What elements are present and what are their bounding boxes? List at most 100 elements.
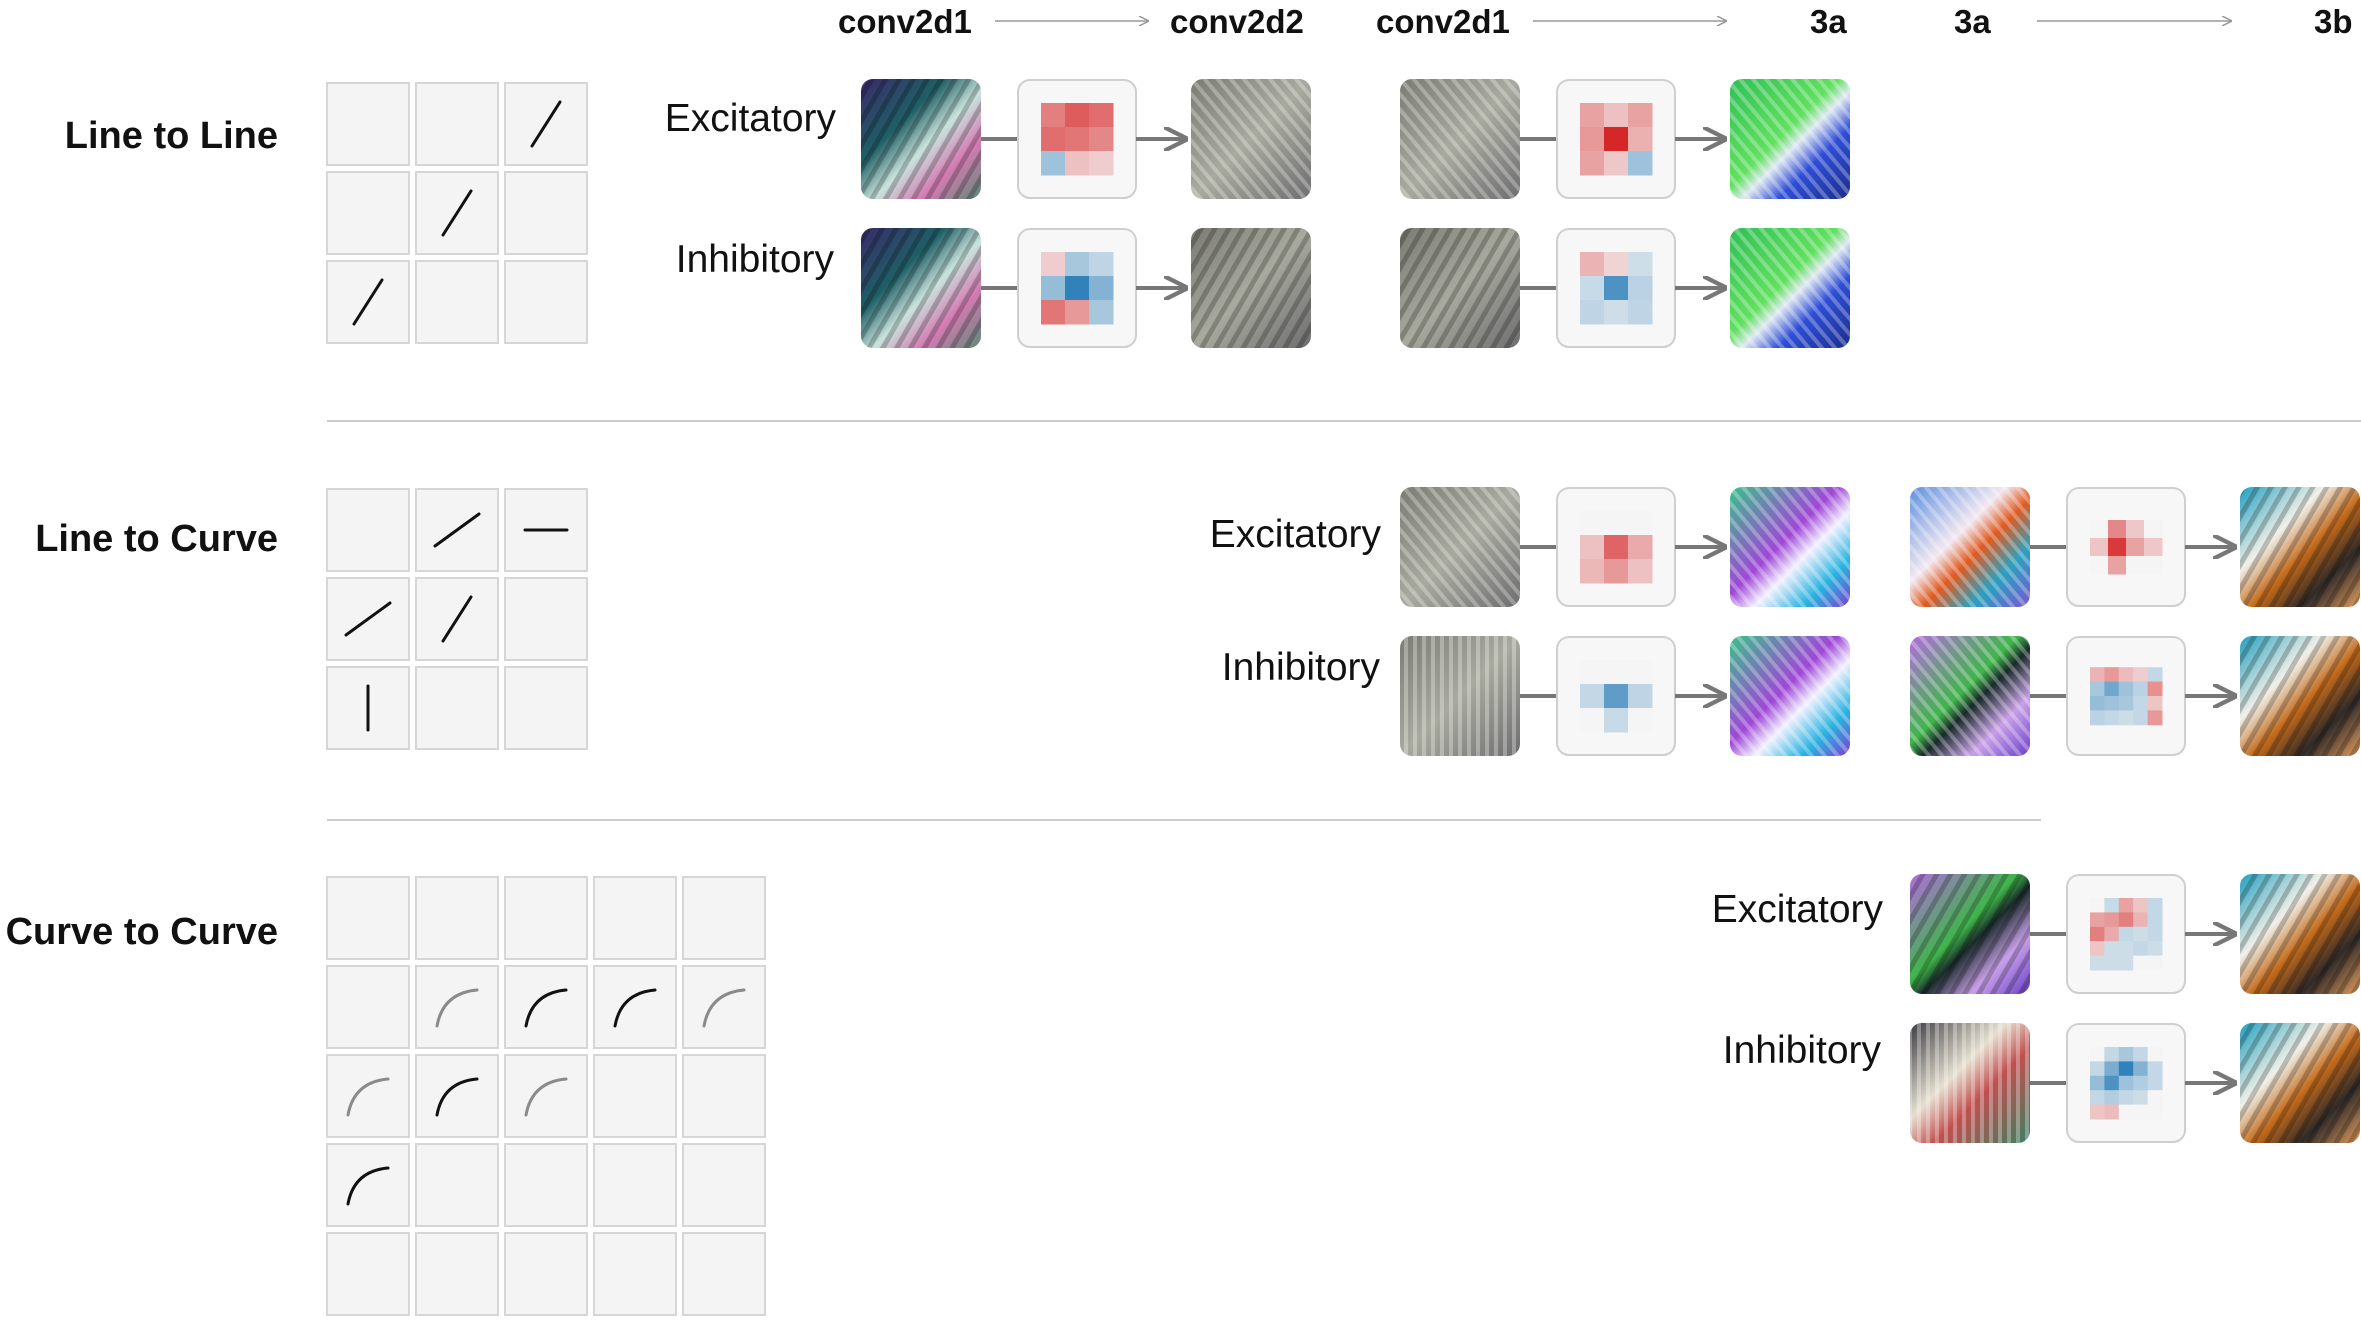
kernel-cell	[1580, 511, 1605, 536]
kernel-cell	[1628, 511, 1653, 536]
feature-visualization	[2240, 487, 2360, 607]
kernel-cell	[1041, 300, 1066, 325]
column-header-2: conv2d1 3a	[1376, 3, 1847, 40]
grid-cell	[682, 1143, 766, 1227]
kernel-cell	[1628, 252, 1653, 277]
kernel-cell	[2147, 941, 2163, 957]
kernel-cell	[2144, 520, 2163, 539]
kernel-cell	[1089, 252, 1114, 277]
kernel-cell	[2133, 941, 2149, 957]
grid-cell	[504, 1054, 588, 1138]
kernel-cell	[2118, 667, 2134, 683]
kernel-cell	[2133, 955, 2149, 971]
grid-cell	[326, 965, 410, 1049]
weight-row	[1400, 487, 1850, 607]
kernel-cell	[1580, 103, 1605, 128]
kernel-cell	[2104, 1047, 2120, 1062]
kernel-cell	[1628, 151, 1653, 176]
kernel-cell	[2090, 538, 2109, 557]
kernel-cell	[1604, 300, 1629, 325]
kernel-cell	[1604, 151, 1629, 176]
kernel-cell	[2104, 667, 2120, 683]
kernel-cell	[1041, 127, 1066, 152]
line-glyph	[344, 601, 392, 637]
kernel-cell	[2090, 710, 2105, 726]
kernel-cell	[2090, 941, 2105, 957]
feature-visualization	[1910, 636, 2030, 756]
kernel-cell	[2118, 898, 2134, 913]
header-to: 3a	[1810, 3, 1847, 40]
grid-cell	[504, 965, 588, 1049]
feature-visualization	[2240, 874, 2360, 994]
header-from: conv2d1	[838, 3, 972, 40]
kernel-cell	[2147, 912, 2163, 928]
feature-visualization	[1730, 487, 1850, 607]
kernel-cell	[1065, 252, 1090, 277]
kernel-cell	[2147, 1075, 2163, 1091]
weight-kernel	[1556, 487, 1676, 607]
kernel-cell	[2104, 941, 2120, 957]
kernel-cell	[1604, 276, 1629, 301]
kernel-cell	[2133, 1047, 2149, 1062]
section-title-curve-to-curve: Curve to Curve	[6, 911, 278, 953]
label-inhibitory: Inhibitory	[1222, 646, 1381, 689]
kernel-cell	[2090, 898, 2105, 913]
curve-glyph	[524, 988, 568, 1028]
kernel-cell	[2126, 556, 2145, 575]
weight-row	[1910, 487, 2360, 607]
section-title-line-to-curve: Line to Curve	[35, 518, 278, 560]
kernel-cell	[2090, 1061, 2105, 1077]
label-inhibitory: Inhibitory	[1723, 1029, 1882, 1072]
kernel-cell	[1580, 684, 1605, 709]
kernel-cell	[2090, 1104, 2105, 1120]
label-excitatory: Excitatory	[665, 97, 837, 140]
feature-visualization	[1910, 874, 2030, 994]
grid-cell	[326, 1232, 410, 1316]
feature-visualization	[1400, 487, 1520, 607]
kernel-cell	[2118, 1075, 2134, 1091]
grid-cell	[682, 1054, 766, 1138]
kernel-cell	[2147, 1061, 2163, 1077]
kernel-cell	[2108, 556, 2127, 575]
kernel-cell	[1628, 660, 1653, 685]
feature-visualization	[2240, 1023, 2360, 1143]
kernel-cell	[1628, 684, 1653, 709]
grid-cell	[593, 1143, 677, 1227]
grid-cell	[504, 577, 588, 661]
grid-cell	[326, 1054, 410, 1138]
weight-row	[1910, 636, 2360, 756]
grid-cell	[415, 260, 499, 344]
weight-rows	[861, 79, 2360, 1143]
kernel-cell	[2144, 538, 2163, 557]
feature-visualization	[1400, 228, 1520, 348]
kernel-cell	[2147, 681, 2163, 697]
kernel-cell	[2090, 955, 2105, 971]
kernel-cell	[1604, 708, 1629, 733]
weight-row	[1400, 636, 1850, 756]
grid-cell	[326, 488, 410, 572]
weight-row	[1400, 228, 1850, 348]
kernel-cell	[1628, 300, 1653, 325]
grid-cell	[682, 965, 766, 1049]
header-to: conv2d2	[1170, 3, 1304, 40]
grid-cell	[326, 171, 410, 255]
feature-visualization	[1730, 79, 1850, 199]
kernel-cell	[2147, 1090, 2163, 1106]
feature-visualization	[1730, 228, 1850, 348]
kernel-cell	[2118, 1104, 2134, 1120]
kernel-cell	[1041, 252, 1066, 277]
grid-cell	[504, 260, 588, 344]
grid-cell	[326, 1143, 410, 1227]
kernel-cell	[1604, 103, 1629, 128]
weight-kernel	[2066, 1023, 2186, 1143]
kernel-cell	[2090, 696, 2105, 711]
kernel-cell	[1628, 127, 1653, 152]
kernel-cell	[1628, 708, 1653, 733]
kernel-cell	[2118, 1047, 2134, 1062]
kernel-cell	[1065, 151, 1090, 176]
curve-glyph	[702, 988, 746, 1028]
grid-line-to-curve	[326, 488, 588, 750]
kernel-cell	[1604, 684, 1629, 709]
kernel-cell	[2133, 1090, 2149, 1106]
